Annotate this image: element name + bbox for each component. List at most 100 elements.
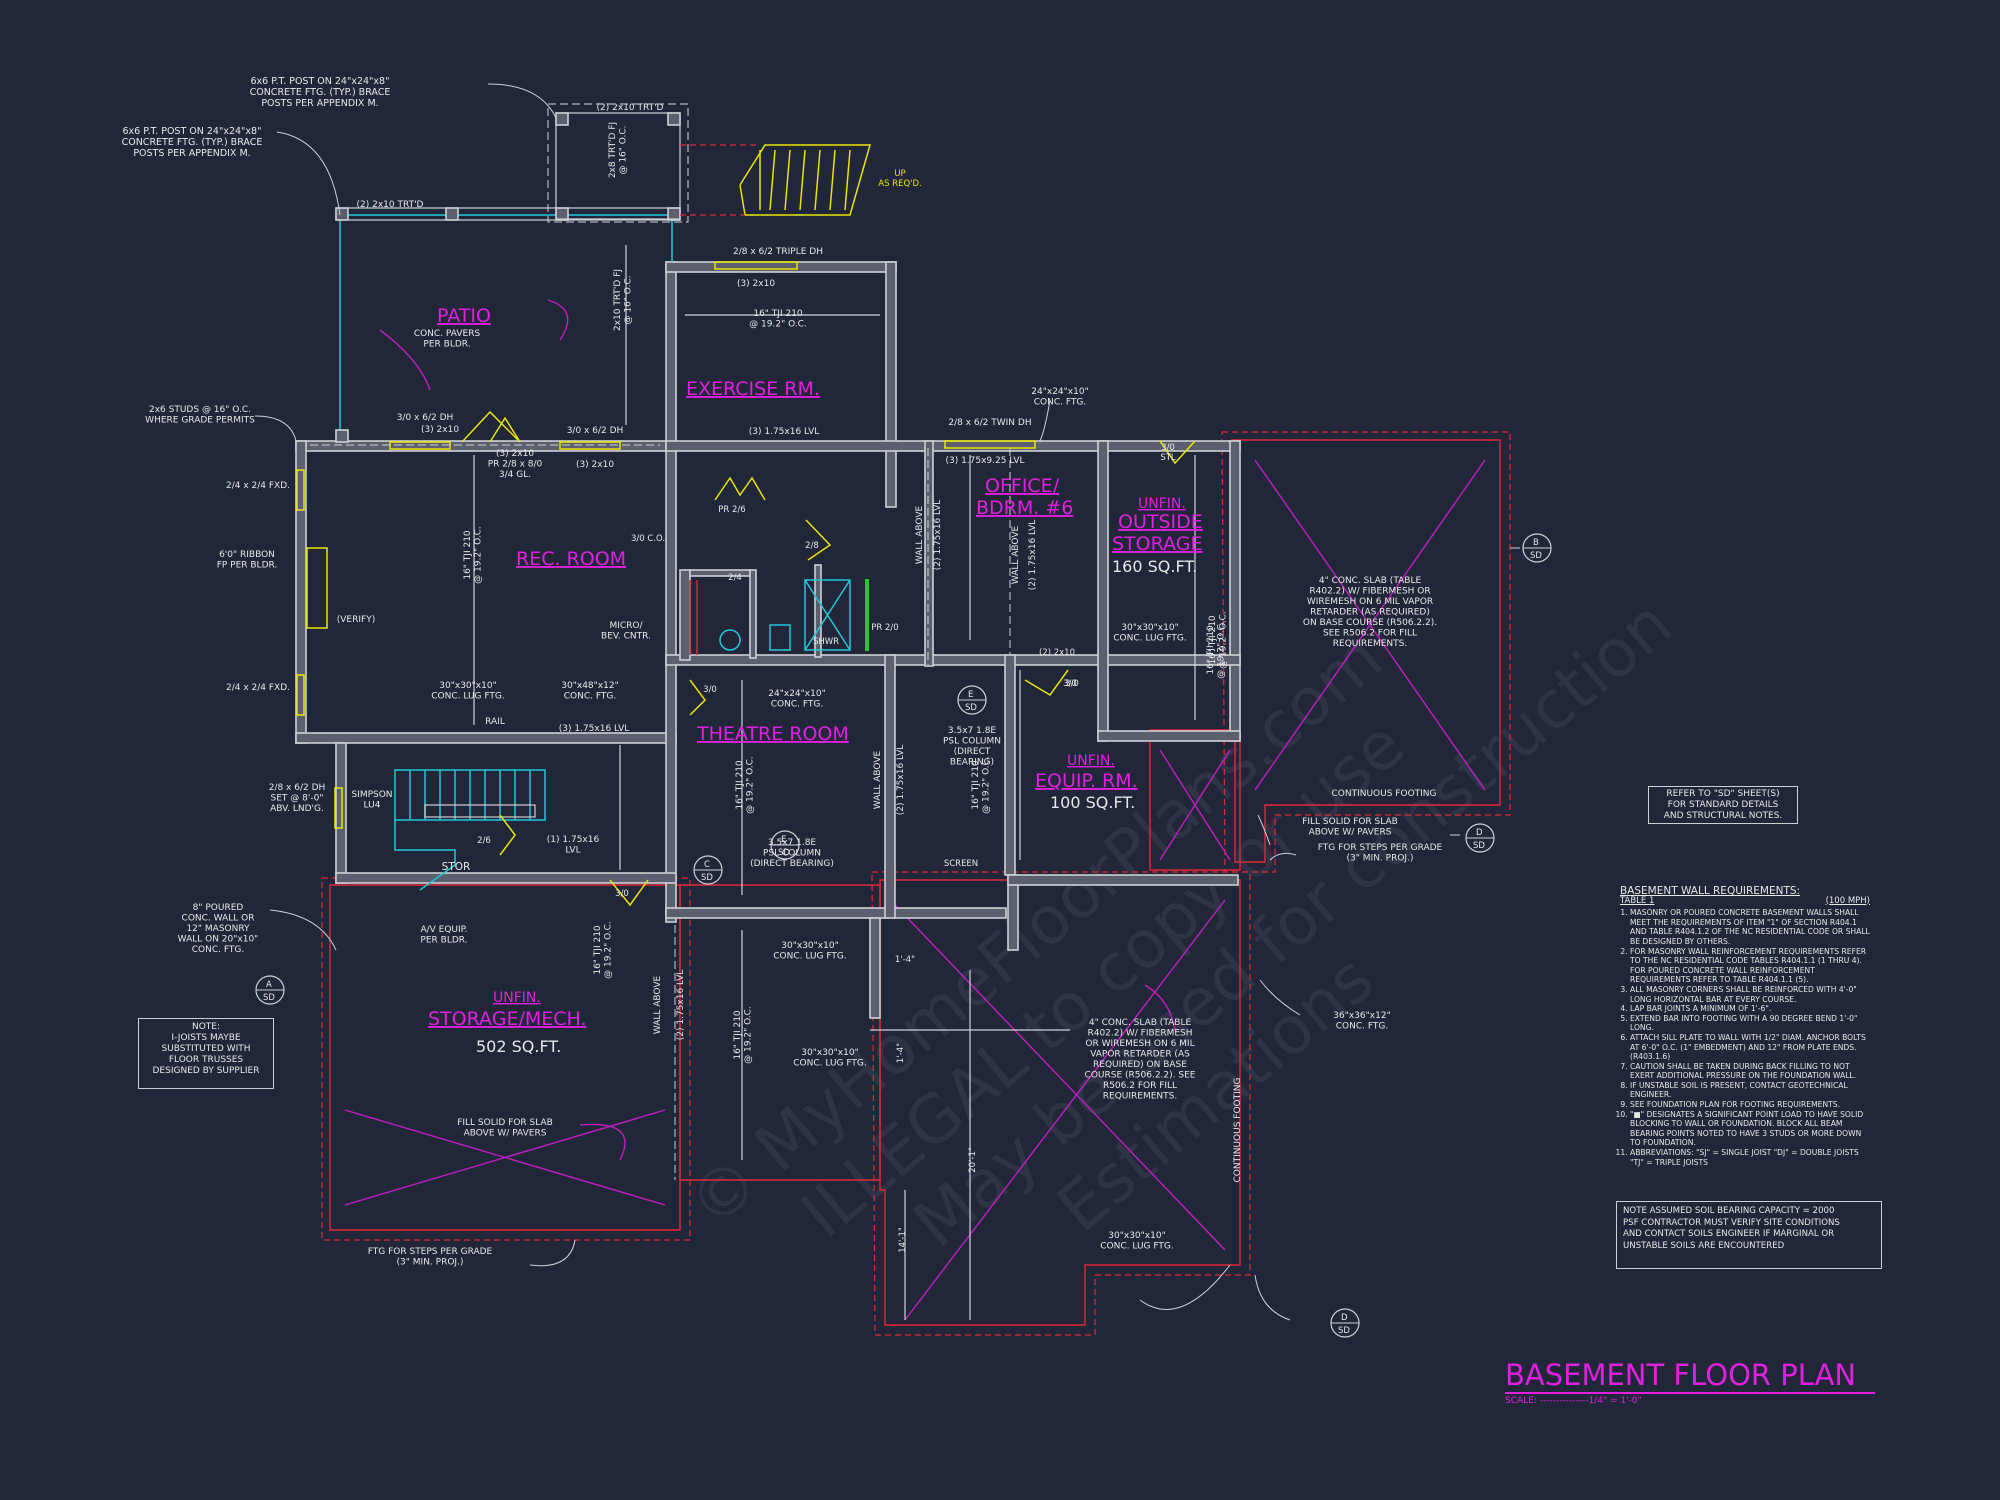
annotation-ftg-steps-right: FTG FOR STEPS PER GRADE(3" MIN. PROJ.)	[1318, 843, 1443, 864]
annotation-two4: 2/4	[728, 573, 742, 583]
annotation-screen: SCREEN	[944, 859, 978, 869]
annotation-lvl-v3: (2) 1.75x16 LVL	[896, 745, 906, 815]
annotation-dh1: 3/0 x 6/2 DH	[397, 413, 454, 423]
room-office-line1: OFFICE/	[985, 475, 1060, 497]
requirements-mph: (100 MPH)	[1825, 895, 1870, 906]
annotation-shwr: SHWR	[813, 637, 839, 647]
room-patio: PATIO	[437, 305, 491, 327]
stairs	[394, 144, 871, 891]
annotation-lug30-4: 30"x30"x10"CONC. LUG FTG.	[793, 1048, 866, 1069]
annotation-dh1b: (3) 2x10	[421, 425, 459, 435]
requirement-item: SEE FOUNDATION PLAN FOR FOOTING REQUIREM…	[1630, 1100, 1870, 1110]
room-office-line2: BDRM. #6	[976, 497, 1073, 519]
room-outside-line1: UNFIN.	[1138, 496, 1186, 512]
annotation-dim20: 20'-1"	[968, 1147, 978, 1173]
annotation-ftg24: 24"x24"x10"CONC. FTG.	[1031, 387, 1088, 408]
requirements-list: MASONRY OR POURED CONCRETE BASEMENT WALL…	[1620, 908, 1870, 1167]
annotation-triple-dh: 2/8 x 6/2 TRIPLE DH	[733, 247, 823, 257]
annotation-tji-right: 16" TJI 210@ 19.2" O.C.	[1206, 621, 1227, 679]
annotation-av: A/V EQUIP.PER BLDR.	[420, 925, 467, 946]
annotation-tji-th: 16" TJI 210@ 19.2" O.C.	[735, 756, 756, 814]
annotation-lug30-1: 30"x30"x10"CONC. LUG FTG.	[1113, 623, 1186, 644]
tag-C-letter: C	[704, 860, 710, 870]
annotation-three0co: 3/0 C.O.	[631, 534, 665, 544]
room-equip-line2: EQUIP. RM.	[1035, 770, 1138, 792]
requirement-item: MASONRY OR POURED CONCRETE BASEMENT WALL…	[1630, 908, 1870, 946]
annotation-lug30-5: 30"x30"x10"CONC. LUG FTG.	[1100, 1231, 1173, 1252]
room-storage-line1: UNFIN.	[493, 990, 541, 1006]
annotation-lvl-ex: (3) 1.75x16 LVL	[749, 427, 819, 437]
annotation-wall-above2: WALL ABOVE	[1011, 525, 1021, 584]
refer-box: REFER TO "SD" SHEET(S)FOR STANDARD DETAI…	[1648, 786, 1798, 824]
annotation-post2: 6x6 P.T. POST ON 24"x24"x8"CONCRETE FTG.…	[122, 126, 263, 159]
requirements-subheading: TABLE 1 (100 MPH)	[1620, 895, 1870, 907]
slab-x-marks	[344, 459, 1486, 1321]
requirement-item: CAUTION SHALL BE TAKEN DURING BACK FILLI…	[1630, 1062, 1870, 1081]
annotation-studs: 2x6 STUDS @ 16" O.C.WHERE GRADE PERMITS	[145, 405, 255, 426]
annotation-lvl-210: (2) 2x10	[1039, 648, 1075, 658]
tag-C-sub: SD	[701, 873, 713, 883]
tag-D2-letter: D	[1341, 1313, 1348, 1323]
requirements-heading: BASEMENT WALL REQUIREMENTS:	[1620, 885, 1801, 897]
drawing-scale: SCALE: ---------------1/4" = 1'-0"	[1505, 1396, 1642, 1406]
annotation-ftg36: 36"x36"x12"CONC. FTG.	[1333, 1011, 1390, 1032]
annotation-dim14: 1'-4"	[895, 955, 915, 965]
annotation-pr26: PR 2/6	[718, 505, 745, 515]
annotation-three0-c: 3/0	[615, 889, 629, 899]
requirement-item: ATTACH SILL PLATE TO WALL WITH 1/2" DIAM…	[1630, 1033, 1870, 1062]
section-tag-D-bottom: D SD	[1330, 1308, 1360, 1338]
tag-E2-letter: E	[968, 690, 973, 700]
annotation-dim141: 14'-1"	[898, 1227, 908, 1253]
room-storage-area: 502 SQ.FT.	[476, 1037, 561, 1056]
annotation-tji-off: 16" TJI 210@ 19.2" O.C.	[1208, 611, 1229, 669]
annotation-rail: RAIL	[485, 717, 505, 727]
annotation-trtd-fj2: 2x10 TRT'D FJ@ 16" O.C.	[613, 269, 634, 331]
tag-E1-sub: SD	[778, 848, 790, 858]
requirement-item: EXTEND BAR INTO FOOTING WITH A 90 DEGREE…	[1630, 1014, 1870, 1033]
joist-arrows	[310, 314, 1196, 1320]
room-theatre: THEATRE ROOM	[696, 723, 849, 745]
annotation-wall-above3: WALL ABOVE	[873, 750, 883, 809]
annotation-tji-rec: 16" TJI 210@ 19.2" O.C.	[463, 526, 484, 584]
tag-E1-letter: E	[781, 835, 786, 845]
section-tag-E-theatre: E SD	[770, 830, 800, 860]
annotation-tji-st2: 16" TJI 210@ 19.2" O.C.	[733, 1006, 754, 1064]
tag-B-sub: SD	[1530, 551, 1542, 561]
annotation-lvl-v4: (2) 1.75x16 LVL	[676, 970, 686, 1040]
annotation-trtd-left: (2) 2x10 TRT'D	[357, 200, 424, 210]
annotation-tji-st: 16" TJI 210@ 19.2" O.C.	[593, 921, 614, 979]
leaders	[254, 83, 1520, 1321]
tag-B-letter: B	[1533, 538, 1539, 548]
annotation-fxd1: 2/4 x 2/4 FXD.	[226, 481, 290, 491]
annotation-three0-a: 3/0	[703, 685, 717, 695]
room-equip-line1: UNFIN.	[1067, 753, 1115, 769]
annotation-lug30-3: 30"x30"x10"CONC. LUG FTG.	[773, 941, 846, 962]
annotation-post1: 6x6 P.T. POST ON 24"x24"x8"CONCRETE FTG.…	[250, 76, 391, 109]
room-equip-area: 100 SQ.FT.	[1050, 793, 1135, 812]
tag-A-letter: A	[266, 980, 272, 990]
annotation-micro: MICRO/BEV. CNTR.	[601, 621, 651, 642]
drawing-title: BASEMENT FLOOR PLAN	[1505, 1358, 1875, 1394]
soil-box-text: NOTE ASSUMED SOIL BEARING CAPACITY = 200…	[1623, 1206, 1840, 1251]
section-tag-C: C SD	[693, 855, 723, 885]
annotation-lvl-v1: (2) 1.75x16 LVL	[933, 500, 943, 570]
requirement-item: ALL MASONRY CORNERS SHALL BE REINFORCED …	[1630, 985, 1870, 1004]
annotation-stor: STOR	[442, 861, 471, 873]
tag-D2-sub: SD	[1338, 1326, 1350, 1336]
annotation-lvl-v2: (2) 1.75x16 LVL	[1028, 520, 1038, 590]
annotation-pr20: PR 2/0	[871, 623, 898, 633]
annotation-verify: (VERIFY)	[337, 615, 375, 625]
tag-D-letter: D	[1476, 828, 1483, 838]
requirement-item: ABBREVIATIONS: "SJ" = SINGLE JOIST "DJ" …	[1630, 1148, 1870, 1167]
annotation-cont-ftg2: CONTINUOUS FOOTING	[1233, 1077, 1243, 1182]
room-outside-area: 160 SQ.FT.	[1112, 557, 1197, 576]
